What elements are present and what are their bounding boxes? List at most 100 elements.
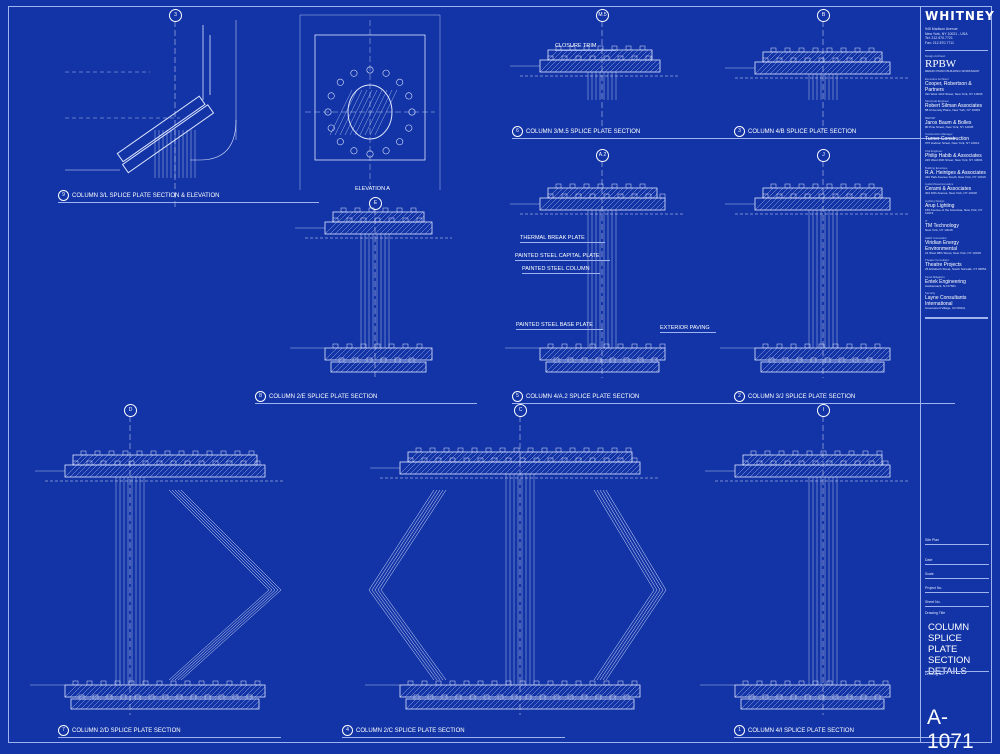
line (117, 454, 129, 466)
bolt (240, 460, 247, 466)
line (437, 451, 449, 463)
line (649, 61, 661, 73)
line (849, 197, 863, 211)
thermal-break-label: THERMAL BREAK PLATE (520, 235, 605, 243)
line (417, 451, 429, 463)
bolt (491, 457, 498, 463)
line (162, 454, 174, 466)
line (352, 211, 364, 223)
line (612, 451, 624, 463)
bolt (366, 357, 373, 363)
line (790, 698, 802, 710)
line (779, 197, 793, 211)
line (750, 698, 762, 710)
bolt (798, 460, 805, 466)
bolt-hole (382, 147, 390, 155)
bolt (589, 193, 596, 199)
line (599, 684, 613, 698)
base-plate (740, 698, 885, 710)
line (459, 684, 473, 698)
line (830, 361, 842, 373)
line (625, 700, 635, 710)
line (205, 698, 217, 710)
line (107, 454, 119, 466)
bolt (561, 193, 568, 199)
bolt (338, 357, 345, 363)
line (619, 684, 633, 698)
bolt (818, 57, 825, 63)
line (559, 197, 573, 211)
line (542, 451, 554, 463)
bolt (443, 447, 450, 453)
line (87, 454, 99, 466)
bolt (463, 680, 470, 686)
line (804, 197, 818, 211)
line (875, 363, 885, 373)
line (349, 221, 363, 235)
line (557, 451, 569, 463)
line (582, 187, 594, 199)
bolt (469, 694, 476, 700)
bolt (840, 460, 847, 466)
bolt (555, 183, 562, 189)
line (404, 221, 418, 235)
line (104, 464, 118, 478)
line (785, 698, 797, 710)
line (809, 464, 823, 478)
brace-line (168, 589, 270, 681)
line (837, 51, 849, 63)
line (559, 461, 573, 475)
line (612, 187, 624, 199)
line (759, 347, 773, 361)
line (609, 197, 623, 211)
line (779, 61, 793, 75)
line (355, 361, 367, 373)
line (534, 684, 548, 698)
brace-line (377, 589, 444, 681)
line (519, 461, 533, 475)
grid-bubble: 3 (169, 9, 182, 22)
line (814, 197, 828, 211)
bolt (553, 357, 560, 363)
line (225, 698, 237, 710)
line (822, 51, 834, 63)
bolt (204, 694, 211, 700)
steel-column-label: PAINTED STEEL COLUMN (522, 266, 600, 274)
line (405, 361, 417, 373)
line (127, 454, 139, 466)
line (365, 361, 377, 373)
line (775, 698, 787, 710)
line (592, 49, 604, 61)
line (840, 698, 852, 710)
bolt (645, 55, 652, 61)
bolt (198, 460, 205, 466)
line (789, 464, 803, 478)
line (69, 464, 83, 478)
bolt (402, 343, 409, 349)
drawing-title-label: Drawing Title (925, 611, 946, 615)
bolt (631, 343, 638, 349)
line (774, 464, 788, 478)
line (599, 461, 613, 475)
bolt (818, 193, 825, 199)
line (125, 698, 137, 710)
line (792, 187, 804, 199)
line (359, 221, 373, 235)
line (214, 464, 228, 478)
line (412, 451, 424, 463)
bolt (840, 47, 847, 53)
line (795, 698, 807, 710)
line (377, 211, 389, 223)
line (427, 451, 439, 463)
line (880, 705, 885, 710)
line (189, 464, 203, 478)
bolt (762, 57, 769, 63)
line (234, 464, 248, 478)
bolt (80, 450, 87, 456)
line (770, 698, 782, 710)
line (577, 451, 589, 463)
